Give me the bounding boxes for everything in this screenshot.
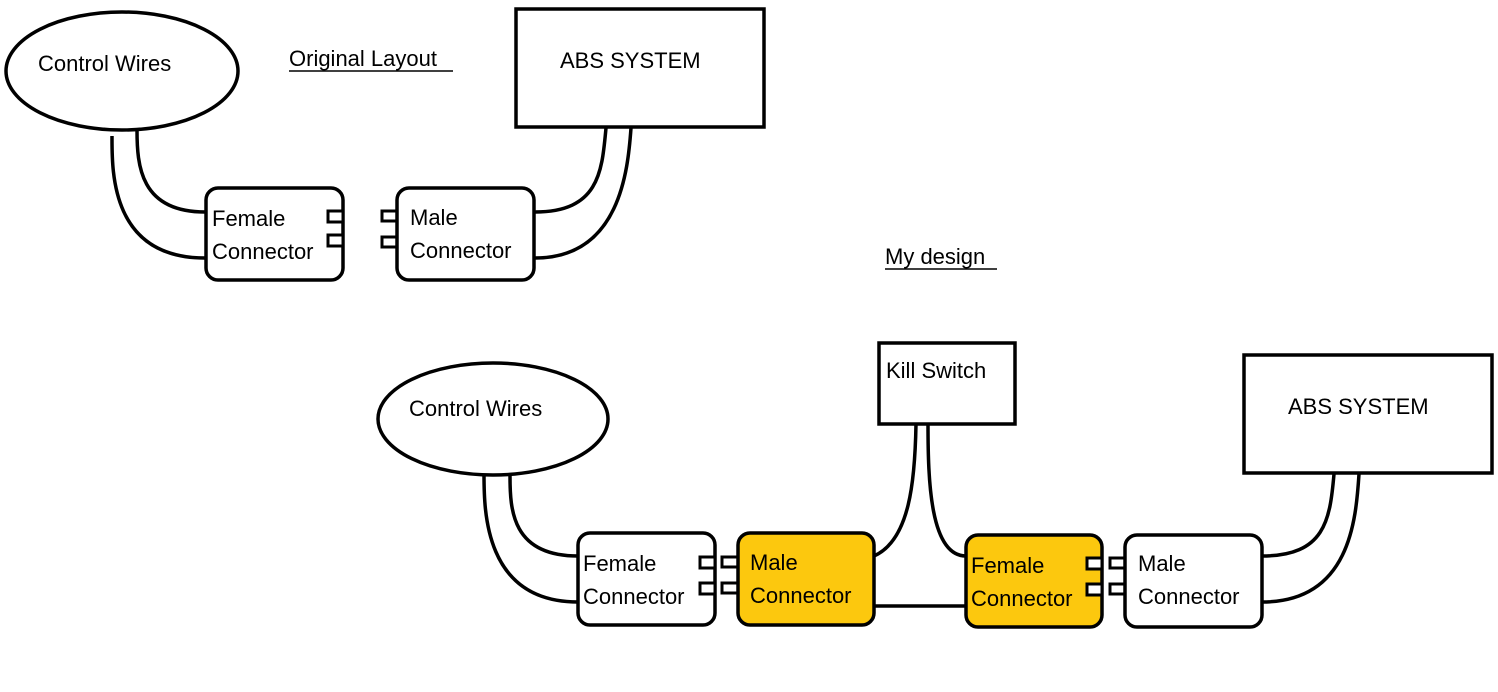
original-control-wires-label: Control Wires xyxy=(38,51,171,76)
added-male-connector-label-2: Connector xyxy=(750,583,852,608)
original-female-connector-label-2: Connector xyxy=(212,239,314,264)
design-abs-system-label: ABS SYSTEM xyxy=(1288,394,1429,419)
design-kill-wire-2 xyxy=(926,423,967,558)
original-control-wire-1 xyxy=(110,135,206,260)
design-female-slot-bottom xyxy=(698,581,717,596)
added-male-connector xyxy=(736,531,876,627)
design-control-wires-ellipse xyxy=(376,361,610,477)
design-male-connector xyxy=(1123,533,1264,629)
original-layout-heading: Original Layout xyxy=(289,46,437,71)
original-male-connector-label-2: Connector xyxy=(410,238,512,263)
original-abs-wire-2 xyxy=(534,127,633,260)
design-abs-wire-1 xyxy=(1261,473,1336,558)
design-female-slot-top xyxy=(698,555,717,570)
added-female-connector-label-2: Connector xyxy=(971,586,1073,611)
original-abs-system-label: ABS SYSTEM xyxy=(560,48,701,73)
design-female-connector xyxy=(576,531,717,627)
my-design: My design Control Wires Kill Switch ABS … xyxy=(376,244,1494,629)
original-abs-wire-1 xyxy=(534,127,608,214)
added-female-connector xyxy=(964,533,1104,629)
added-female-slot-top xyxy=(1085,556,1104,571)
original-abs-system-box xyxy=(514,7,766,129)
design-female-connector-label-2: Connector xyxy=(583,584,685,609)
added-male-pin-top xyxy=(720,555,740,569)
my-design-heading: My design xyxy=(885,244,985,269)
original-female-slot-top xyxy=(326,209,345,224)
added-female-slot-bottom xyxy=(1085,582,1104,597)
added-female-connector-label-1: Female xyxy=(971,553,1044,578)
design-male-connector-label-1: Male xyxy=(1138,551,1186,576)
design-control-wire-2 xyxy=(508,475,579,558)
design-control-wires-label: Control Wires xyxy=(409,396,542,421)
original-control-wires-ellipse xyxy=(4,10,240,132)
design-male-connector-label-2: Connector xyxy=(1138,584,1240,609)
design-female-connector-label-1: Female xyxy=(583,551,656,576)
original-female-connector-label-1: Female xyxy=(212,206,285,231)
original-control-wire-2 xyxy=(135,129,206,214)
added-male-pin-bottom xyxy=(720,581,740,595)
design-control-wire-1 xyxy=(482,473,579,604)
kill-switch-box xyxy=(877,341,1017,426)
design-abs-system-box xyxy=(1242,353,1494,475)
added-male-connector-label-1: Male xyxy=(750,550,798,575)
original-male-connector xyxy=(395,186,536,282)
design-kill-wire-1 xyxy=(873,423,918,558)
original-male-connector-label-1: Male xyxy=(410,205,458,230)
kill-switch-label: Kill Switch xyxy=(886,358,986,383)
original-layout: Control Wires Original Layout ABS SYSTEM… xyxy=(4,7,766,282)
original-female-slot-bottom xyxy=(326,233,345,248)
original-female-connector xyxy=(204,186,345,282)
design-abs-wire-2 xyxy=(1261,473,1361,604)
